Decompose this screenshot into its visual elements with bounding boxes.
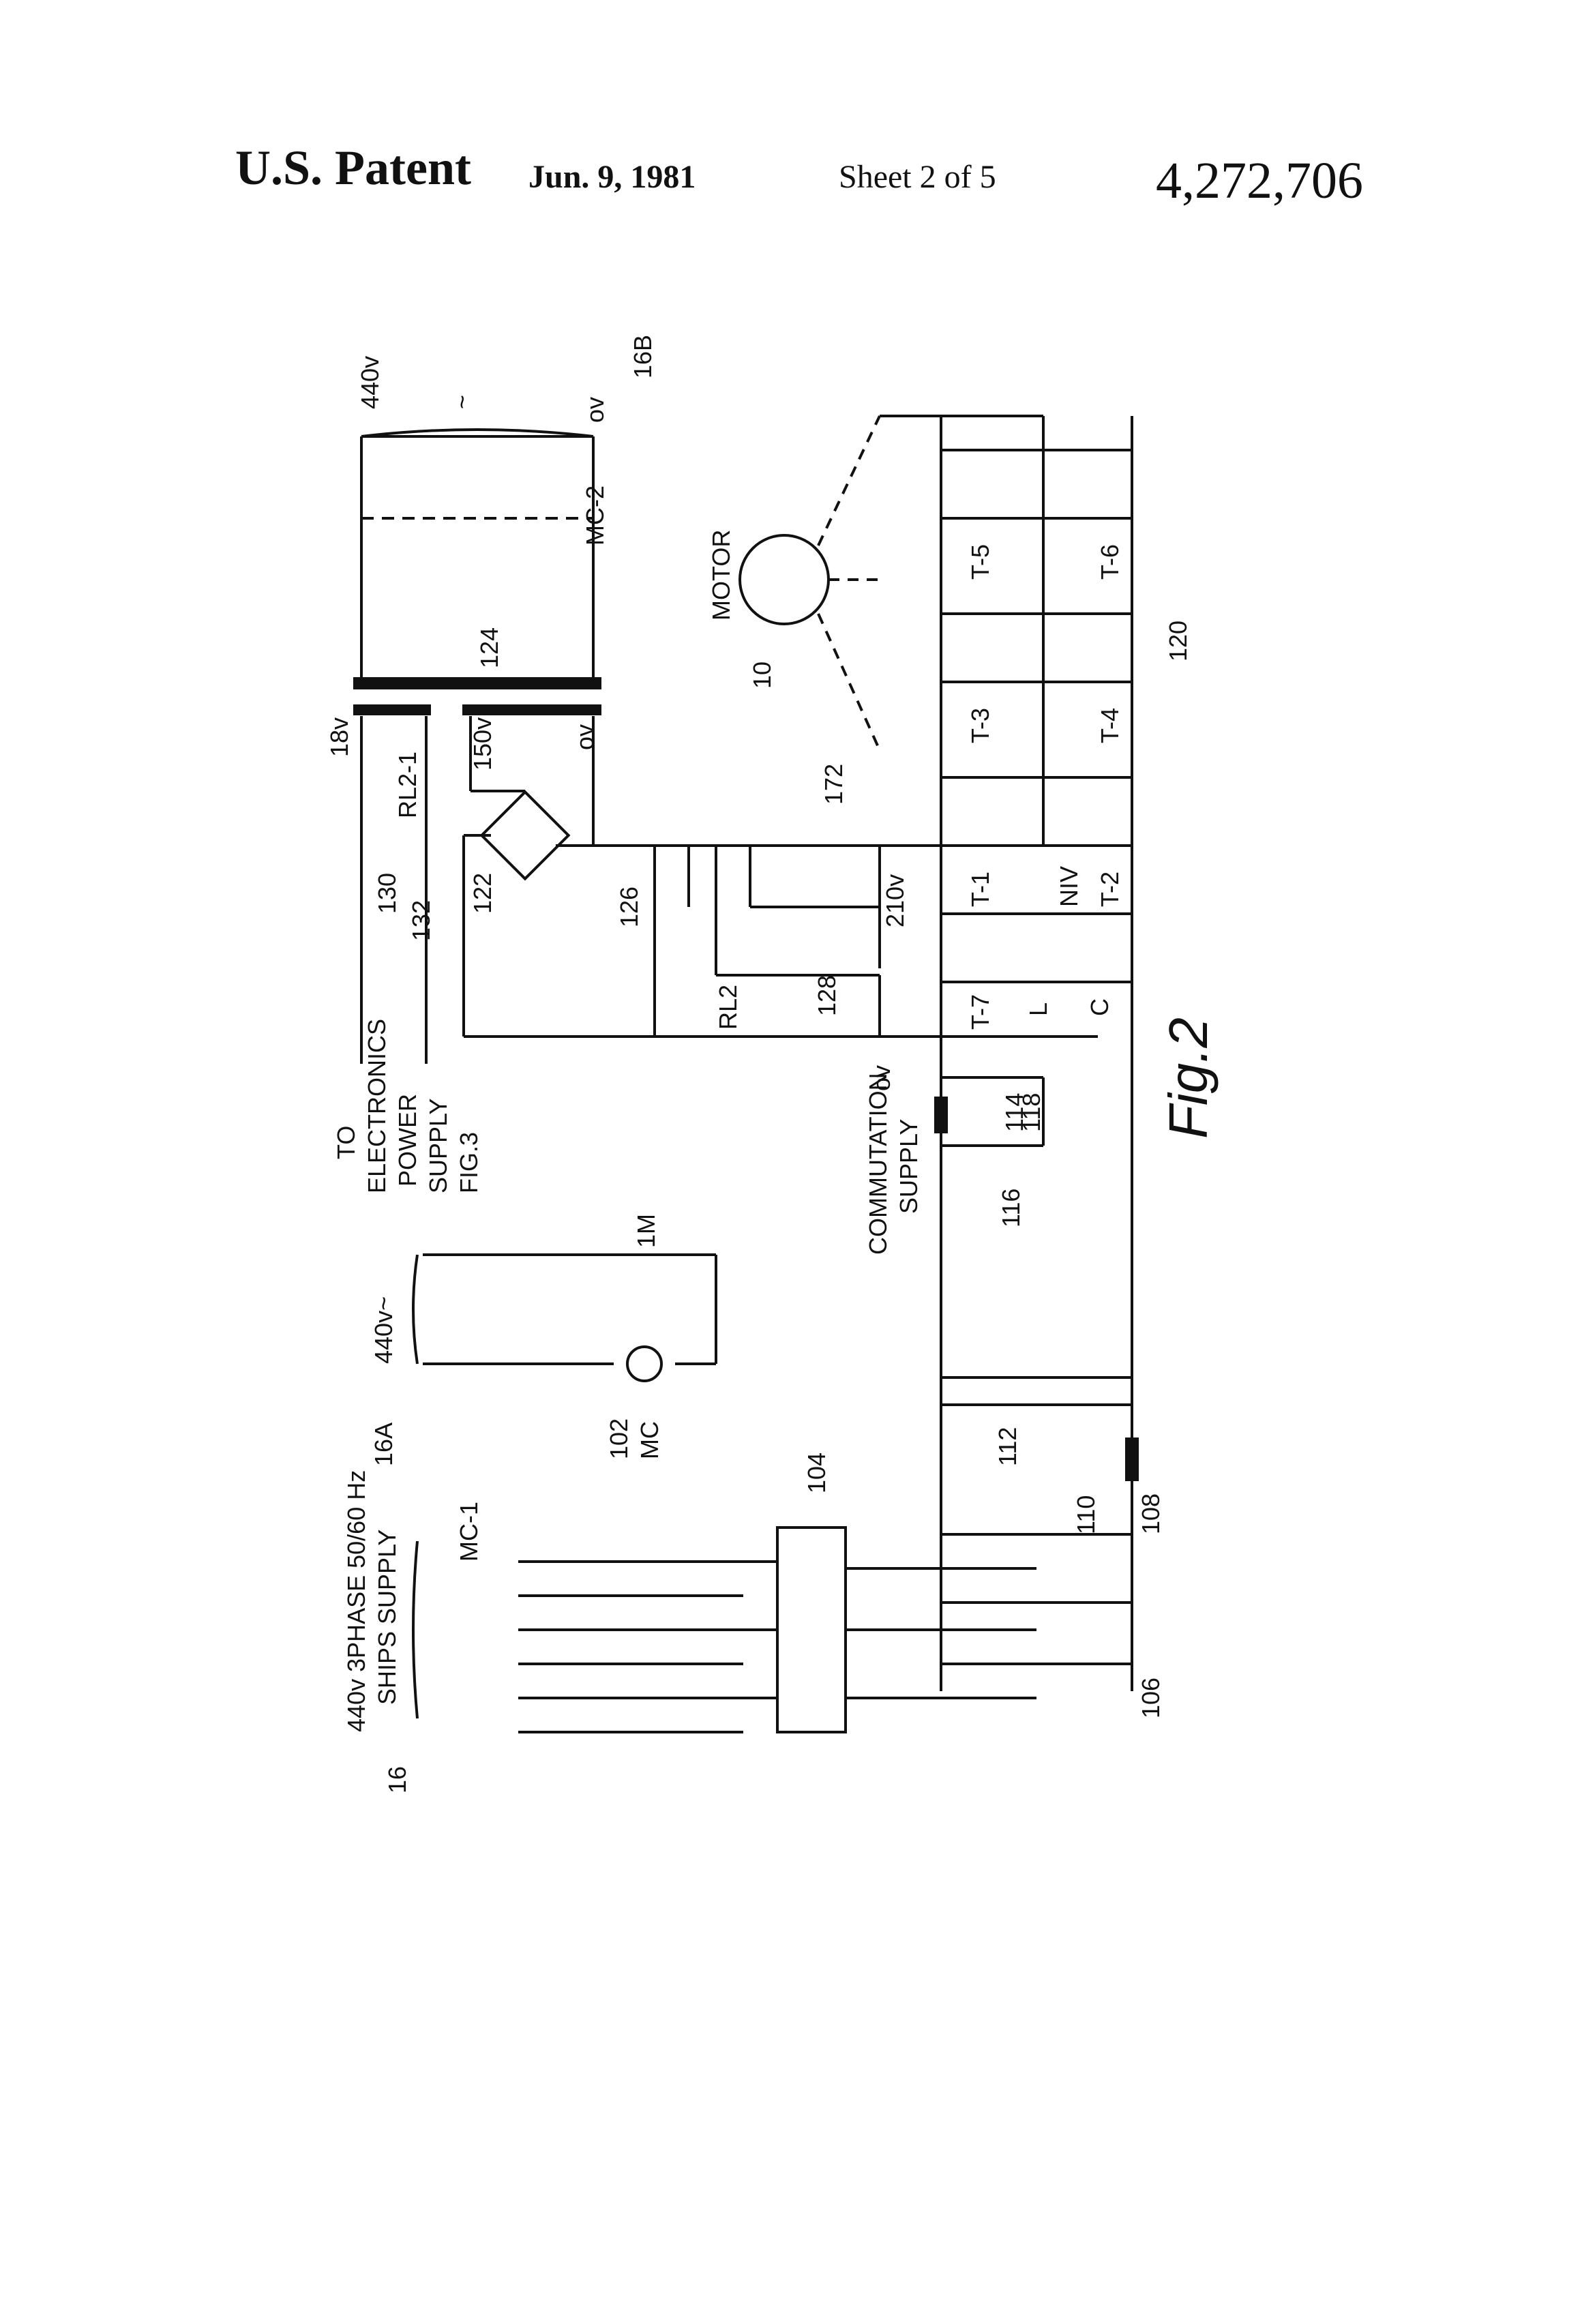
label-112: 112	[994, 1427, 1021, 1466]
label-commutation: COMMUTATION	[864, 1073, 892, 1255]
label-210v: 210v	[881, 874, 909, 927]
label-phase-supply: 440v 3PHASE 50/60 Hz	[342, 1470, 370, 1732]
label-10: 10	[748, 661, 776, 689]
label-128: 128	[813, 975, 841, 1016]
label-c: C	[1086, 998, 1114, 1016]
label-mc2: MC-2	[581, 486, 609, 546]
label-440vac: 440v~	[370, 1296, 398, 1364]
figure-caption: Fig.2	[1158, 1017, 1219, 1139]
block-104	[776, 1526, 847, 1733]
sheet-number: Sheet 2 of 5	[839, 159, 996, 195]
label-mc1: MC-1	[455, 1502, 483, 1562]
label-116: 116	[997, 1189, 1025, 1227]
label-t3: T-3	[966, 708, 994, 743]
label-t1: T-1	[966, 872, 994, 907]
patent-number: 4,272,706	[1156, 152, 1363, 209]
label-114: 114	[1000, 1093, 1028, 1132]
label-fig3: FIG.3	[455, 1132, 483, 1193]
label-132: 132	[407, 900, 435, 941]
label-1m: 1M	[632, 1214, 660, 1248]
label-electronics: ELECTRONICS	[363, 1019, 391, 1193]
label-t6: T-6	[1096, 544, 1124, 580]
label-t2: T-2	[1096, 872, 1124, 907]
label-motor: MOTOR	[707, 530, 735, 621]
patent-title: U.S. Patent	[235, 140, 471, 195]
label-172: 172	[820, 764, 848, 805]
label-rl21: RL2-1	[393, 751, 421, 818]
label-108: 108	[1137, 1493, 1165, 1534]
label-122: 122	[468, 873, 496, 914]
label-ov-top: ov	[581, 397, 609, 423]
label-106: 106	[1137, 1678, 1165, 1718]
label-commutation-supply: SUPPLY	[895, 1119, 923, 1214]
label-mc: MC	[636, 1421, 663, 1459]
label-440v: 440v	[356, 356, 384, 409]
figure-labels: 440v ~ ov 16B MC-2 124 18v RL2-1 150v ov…	[325, 335, 1219, 1793]
label-ships-supply: SHIPS SUPPLY	[373, 1530, 401, 1705]
label-16: 16	[383, 1766, 411, 1793]
label-16a: 16A	[370, 1422, 398, 1466]
label-118: 118	[1017, 1093, 1045, 1132]
label-t4: T-4	[1096, 708, 1124, 743]
label-120: 120	[1164, 621, 1192, 661]
label-rl2: RL2	[714, 985, 742, 1030]
label-124: 124	[475, 627, 503, 668]
label-l: L	[1024, 1002, 1052, 1016]
label-t5: T-5	[966, 544, 994, 580]
label-18v: 18v	[325, 717, 353, 757]
patent-date: Jun. 9, 1981	[528, 159, 696, 195]
label-ac: ~	[448, 395, 476, 409]
label-to: TO	[332, 1126, 360, 1159]
label-110: 110	[1072, 1495, 1100, 1534]
label-16b: 16B	[629, 335, 657, 378]
label-supply: SUPPLY	[424, 1099, 452, 1193]
label-102: 102	[605, 1418, 633, 1459]
label-150v: 150v	[468, 717, 496, 771]
label-126: 126	[615, 887, 643, 927]
wires	[353, 415, 1139, 1733]
label-104: 104	[803, 1452, 831, 1493]
label-ov-mid: ov	[571, 724, 599, 750]
label-130: 130	[373, 873, 401, 914]
label-niv: NIV	[1055, 866, 1083, 907]
label-ov-comm: ov	[867, 1065, 895, 1091]
label-t7: T-7	[966, 994, 994, 1030]
label-power: POWER	[393, 1094, 421, 1187]
